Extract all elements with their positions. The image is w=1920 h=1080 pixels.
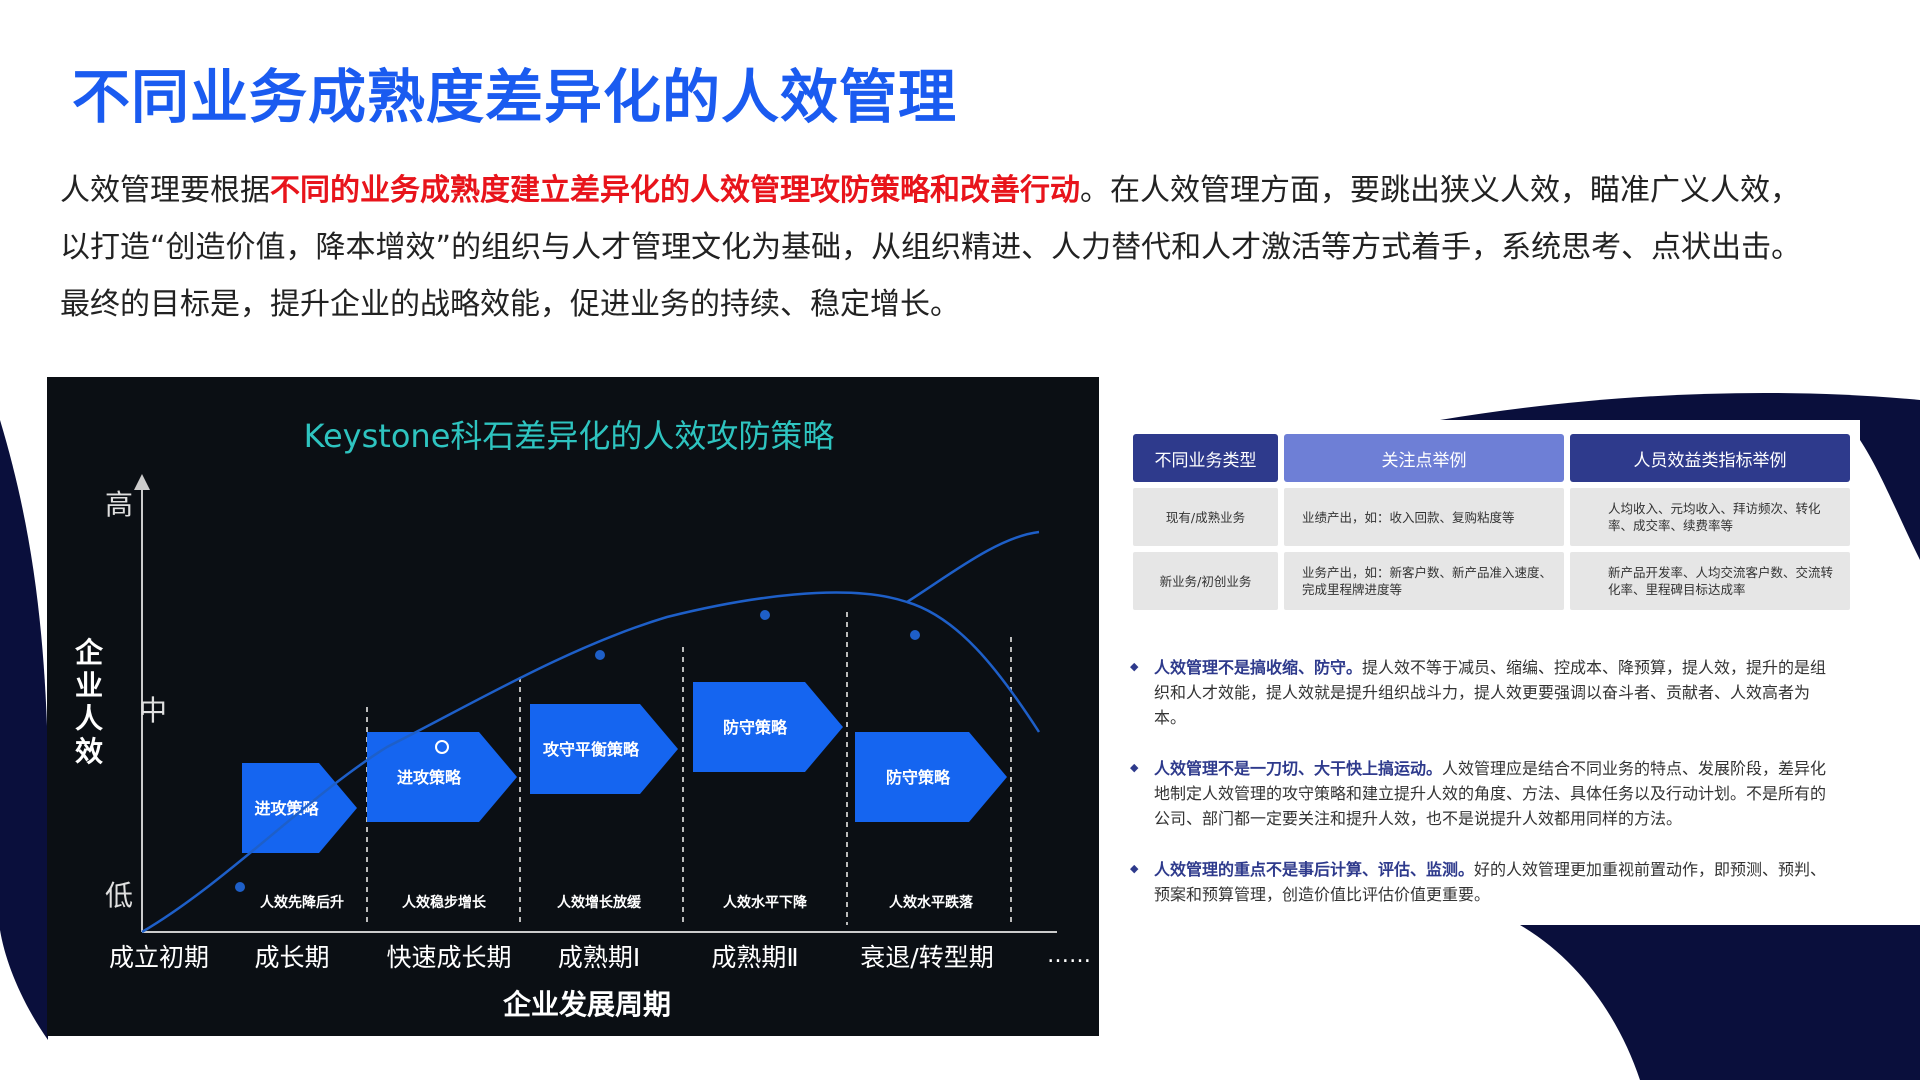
intro-text-start: 人效管理要根据 (60, 173, 270, 208)
y-axis-label: 企业人效 (75, 636, 104, 768)
strategy-label: 进攻策略 (254, 799, 319, 818)
phase-notes: 人效先降后升 人效稳步增长 人效增长放缓 人效水平下降 人效水平跌落 (260, 894, 974, 911)
x-axis-category: 衰退/转型期 (860, 943, 993, 972)
table-row: 现有/成熟业务 业绩产出，如：收入回款、复购粘度等 人均收入、元均收入、拜访频次… (1133, 488, 1852, 546)
table-cell: 现有/成熟业务 (1133, 488, 1278, 546)
x-axis-category: 成立初期 (109, 943, 209, 972)
table-header-cell: 关注点举例 (1284, 434, 1564, 482)
strategy-label: 攻守平衡策略 (543, 740, 640, 759)
curve-points (235, 610, 920, 892)
strategy-chart: Keystone科石差异化的人效攻防策略 高 中 低 企业人效 进攻策略进攻策略… (75, 417, 1091, 1021)
table-header-cell: 人员效益类指标举例 (1570, 434, 1850, 482)
strategy-chart-panel: Keystone科石差异化的人效攻防策略 高 中 低 企业人效 进攻策略进攻策略… (47, 377, 1099, 1036)
bullet-heading: 人效管理不是一刀切、大干快上搞运动。 (1154, 759, 1443, 778)
y-level-low: 低 (105, 879, 133, 912)
x-axis-ellipsis: …… (1047, 943, 1091, 968)
phase-note: 人效水平跌落 (889, 894, 974, 911)
table-cell: 业绩产出，如：收入回款、复购粘度等 (1284, 488, 1564, 546)
diamond-bullet-icon: ◆ (1130, 761, 1139, 774)
strategy-label: 防守策略 (886, 768, 951, 787)
y-level-mid: 中 (139, 694, 167, 727)
strategy-label: 进攻策略 (397, 768, 462, 787)
table-header-cell: 不同业务类型 (1133, 434, 1278, 482)
bullet-text: 人效管理不是一刀切、大干快上搞运动。人效管理应是结合不同业务的特点、发展阶段，差… (1154, 756, 1840, 831)
x-axis-category: 成熟期Ⅰ (558, 943, 640, 972)
bullet-text: 人效管理不是搞收缩、防守。提人效不等于减员、缩编、控成本、降预算，提人效，提升的… (1154, 655, 1840, 730)
bullet-body: 好的人效管理更加重视前置动作，即预测、预判、预案和预算管理，创造价值比评估价值更… (1154, 860, 1827, 904)
x-axis-category: 快速成长期 (386, 943, 511, 972)
bullet-heading: 人效管理的重点不是事后计算、评估、监测。 (1154, 860, 1475, 879)
bullet-body: 提人效不等于减员、缩编、控成本、降预算，提人效，提升的是组织和人才效能，提人效就… (1154, 658, 1827, 727)
list-item: ◆ 人效管理不是搞收缩、防守。提人效不等于减员、缩编、控成本、降预算，提人效，提… (1130, 655, 1840, 730)
list-item: ◆ 人效管理的重点不是事后计算、评估、监测。好的人效管理更加重视前置动作，即预测… (1130, 857, 1840, 907)
intro-text-rest: 。在人效管理方面，要跳出狭义人效，瞄准广义人效，以打造“创造价值，降本增效”的组… (60, 173, 1802, 322)
strategy-arrow (855, 732, 1007, 822)
page-title: 不同业务成熟度差异化的人效管理 (72, 63, 958, 131)
table-cell: 新业务/初创业务 (1133, 552, 1278, 610)
table-row: 新业务/初创业务 业务产出，如：新客户数、新产品准入速度、完成里程牌进度等 新产… (1133, 552, 1852, 610)
x-axis-category: 成长期 (254, 943, 329, 972)
phase-note: 人效先降后升 (260, 894, 344, 911)
list-item: ◆ 人效管理不是一刀切、大干快上搞运动。人效管理应是结合不同业务的特点、发展阶段… (1130, 756, 1840, 831)
bullet-text: 人效管理的重点不是事后计算、评估、监测。好的人效管理更加重视前置动作，即预测、预… (1154, 857, 1840, 907)
phase-note: 人效增长放缓 (557, 894, 642, 911)
diamond-bullet-icon: ◆ (1130, 660, 1139, 673)
upper-curve (906, 530, 1040, 604)
growth-curve (141, 591, 1041, 934)
strategy-label: 防守策略 (723, 718, 788, 737)
diamond-bullet-icon: ◆ (1130, 862, 1139, 875)
phase-separators (366, 612, 1012, 925)
intro-paragraph: 人效管理要根据不同的业务成熟度建立差异化的人效管理攻防策略和改善行动。在人效管理… (60, 162, 1820, 333)
phase-note: 人效水平下降 (723, 894, 808, 911)
x-axis-categories: 成立初期 成长期 快速成长期 成熟期Ⅰ 成熟期Ⅱ 衰退/转型期 (109, 943, 994, 972)
table-header-row: 不同业务类型 关注点举例 人员效益类指标举例 (1133, 434, 1852, 482)
y-level-high: 高 (105, 488, 133, 521)
table-cell: 业务产出，如：新客户数、新产品准入速度、完成里程牌进度等 (1284, 552, 1564, 610)
key-points-list: ◆ 人效管理不是搞收缩、防守。提人效不等于减员、缩编、控成本、降预算，提人效，提… (1130, 655, 1840, 933)
chart-title: Keystone科石差异化的人效攻防策略 (304, 417, 835, 455)
business-type-table: 不同业务类型 关注点举例 人员效益类指标举例 现有/成熟业务 业绩产出，如：收入… (1133, 434, 1852, 616)
bullet-body: 人效管理应是结合不同业务的特点、发展阶段，差异化地制定人效管理的攻守策略和建立提… (1154, 759, 1827, 828)
x-axis-label: 企业发展周期 (503, 988, 671, 1021)
strategy-arrow (693, 682, 843, 772)
strategy-arrow (530, 704, 678, 794)
bullet-heading: 人效管理不是搞收缩、防守。 (1154, 658, 1363, 677)
phase-note: 人效稳步增长 (402, 894, 487, 911)
x-axis-category: 成熟期Ⅱ (711, 943, 798, 972)
strategy-arrow (242, 763, 357, 853)
intro-highlight: 不同的业务成熟度建立差异化的人效管理攻防策略和改善行动 (270, 173, 1080, 208)
strategy-arrow (367, 732, 517, 822)
table-cell: 人均收入、元均收入、拜访频次、转化率、成交率、续费率等 (1570, 488, 1850, 546)
table-cell: 新产品开发率、人均交流客户数、交流转化率、里程碑目标达成率 (1570, 552, 1850, 610)
